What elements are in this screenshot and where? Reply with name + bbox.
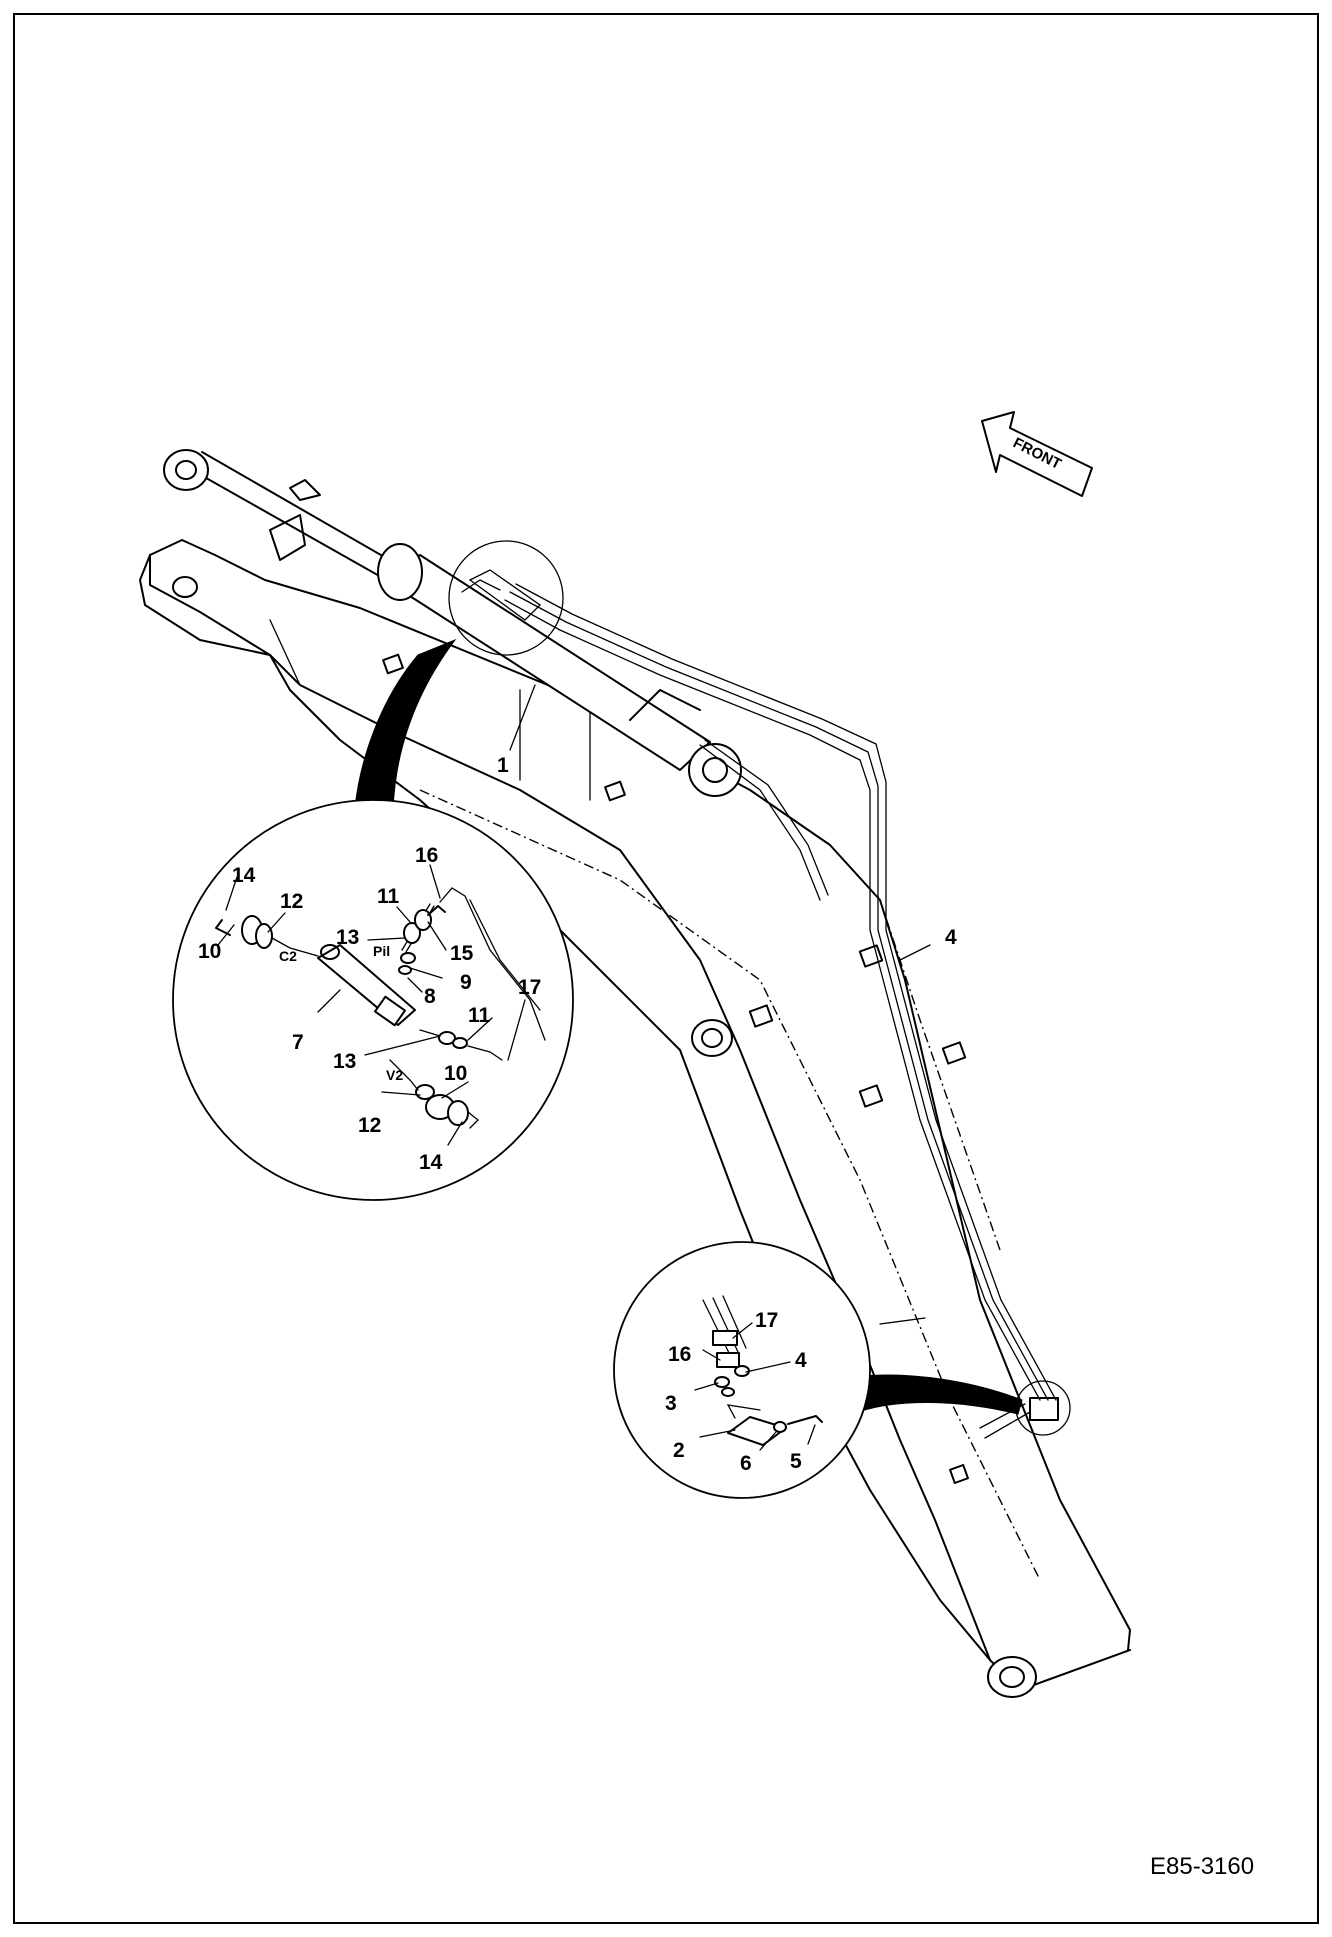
leader-callout-4 (899, 944, 931, 961)
drawing-number: E85-3160 (1150, 1853, 1254, 1880)
callout-4: 4 (945, 926, 957, 949)
callout-10: 10 (198, 940, 221, 963)
callout-6: 6 (740, 1452, 752, 1475)
callout-13: 13 (336, 926, 359, 949)
callout-4: 4 (795, 1349, 807, 1372)
callout-10: 10 (444, 1062, 467, 1085)
callout-9: 9 (460, 971, 472, 994)
callout-11: 11 (377, 885, 400, 908)
front-direction-arrow-icon: FRONT (981, 411, 1093, 497)
callout-5: 5 (790, 1450, 802, 1473)
drawing-frame (13, 13, 1319, 1924)
detail-link-1 (354, 638, 457, 811)
callout-7: 7 (292, 1031, 304, 1054)
port-label-v2: V2 (386, 1067, 403, 1083)
port-label-c2: C2 (279, 948, 297, 964)
port-label-pil: Pil (373, 943, 390, 959)
detail-source-circle-1 (448, 540, 564, 656)
callout-12: 12 (280, 890, 303, 913)
callout-12: 12 (358, 1114, 381, 1137)
callout-15: 15 (450, 942, 474, 965)
callout-2: 2 (673, 1439, 685, 1462)
callout-8: 8 (424, 985, 436, 1008)
detail-view-1: C2 Pil V2 (172, 799, 574, 1201)
detail-link-2 (857, 1374, 1023, 1415)
leader-callout-1 (509, 684, 536, 751)
callout-1: 1 (497, 754, 509, 777)
callout-13: 13 (333, 1050, 356, 1073)
callout-16: 16 (668, 1343, 691, 1366)
callout-17: 17 (518, 976, 541, 999)
callout-17: 17 (755, 1309, 778, 1332)
boom-cylinder (163, 449, 742, 797)
detail-view-2 (613, 1241, 871, 1499)
callout-14: 14 (419, 1151, 443, 1174)
hydraulic-lines (504, 583, 1057, 1401)
callout-16: 16 (415, 844, 438, 867)
detail-source-circle-2 (979, 1380, 1071, 1439)
callout-3: 3 (665, 1392, 677, 1415)
callout-14: 14 (232, 864, 256, 887)
callout-11: 11 (468, 1004, 491, 1027)
